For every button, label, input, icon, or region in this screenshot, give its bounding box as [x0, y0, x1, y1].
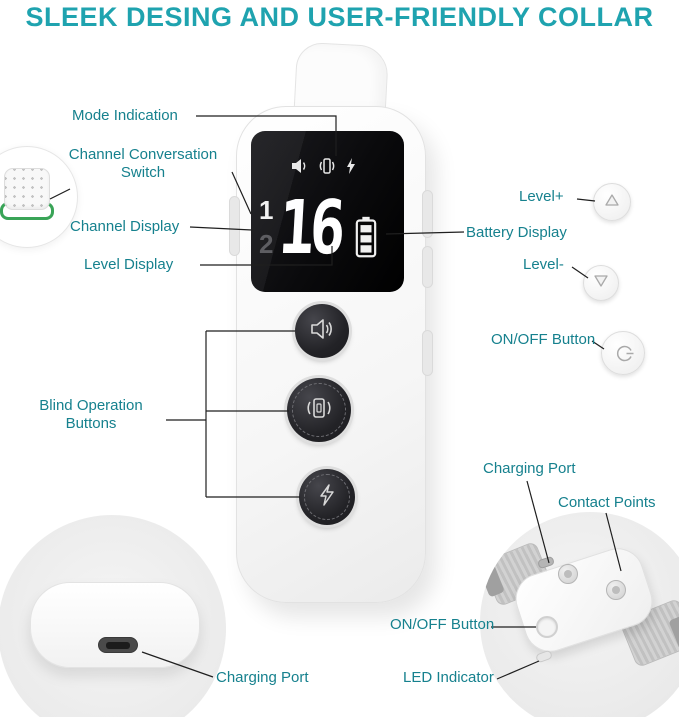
level-down-button: [583, 265, 619, 301]
page-title: SLEEK DESING AND USER-FRIENDLY COLLAR: [25, 2, 654, 32]
mode-icons: [291, 157, 357, 180]
power-side: [422, 330, 433, 376]
sound-mode-button: [295, 304, 349, 358]
usb-port-slot: [106, 641, 130, 649]
collar-receiver-inset: [480, 512, 679, 717]
level-up-icon: [604, 193, 620, 212]
shock-mode-button: [299, 469, 355, 525]
collar-led-indicator: [534, 649, 554, 664]
remote-screen: 1 2 16: [251, 131, 404, 292]
channel-switch-side: [229, 196, 240, 256]
channel-2-digit: 2: [259, 229, 274, 259]
label-blind-operation-buttons: Blind Operation Buttons: [39, 397, 143, 432]
label-mode-indication: Mode Indication: [72, 107, 178, 124]
level-down-icon: [593, 274, 609, 293]
label-level-plus: Level+: [519, 188, 564, 205]
label-level-display: Level Display: [84, 256, 174, 273]
vibrate-mode-button: [287, 378, 351, 442]
power-icon: [612, 344, 635, 362]
shock-button-icon: [316, 483, 338, 512]
level-up-side: [422, 190, 433, 238]
sound-button-icon: [309, 317, 335, 346]
level-up-button: [593, 183, 631, 221]
usb-charging-port: [98, 637, 138, 653]
label-contact-points: Contact Points: [558, 494, 656, 511]
remote-bottom-view: [30, 582, 200, 668]
vibrate-button-icon: [305, 395, 333, 426]
battery-icon: [355, 215, 377, 264]
contact-point-2: [606, 580, 626, 600]
label-on-off-button: ON/OFF Button: [491, 331, 596, 348]
label-battery-display: Battery Display: [466, 224, 567, 241]
level-value: 16: [276, 185, 344, 271]
contact-point-1: [558, 564, 578, 584]
label-collar-on-off-button: ON/OFF Button: [390, 616, 495, 633]
speaker-icon: [291, 158, 309, 179]
label-level-minus: Level-: [523, 256, 564, 273]
label-collar-charging-port: Charging Port: [483, 460, 576, 477]
level-down-side: [422, 246, 433, 288]
label-channel-conversation-switch: Channel Conversation Switch: [68, 146, 218, 181]
collar-on-off-button: [536, 616, 558, 638]
vibrate-icon: [319, 157, 335, 180]
power-button: [601, 331, 645, 375]
label-led-indicator: LED Indicator: [403, 669, 494, 686]
label-charging-port: Charging Port: [216, 669, 309, 686]
channel-1-digit: 1: [259, 195, 274, 225]
shock-icon: [345, 157, 357, 180]
channel-switch-button: [4, 168, 50, 210]
label-channel-display: Channel Display: [70, 218, 180, 235]
